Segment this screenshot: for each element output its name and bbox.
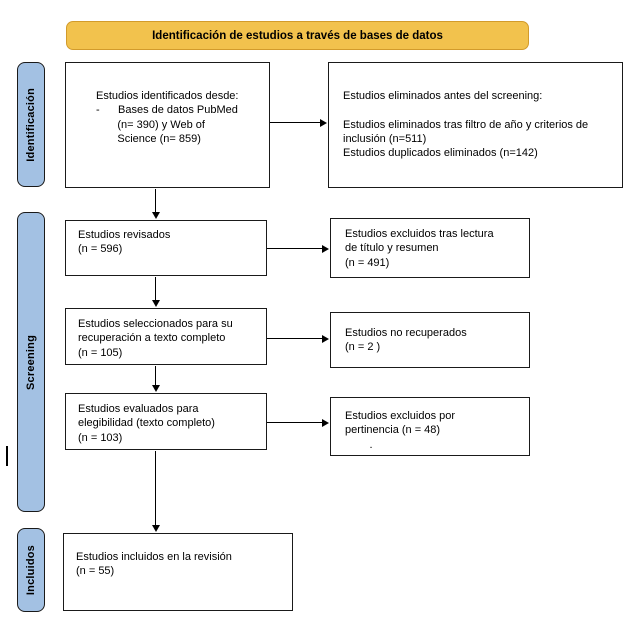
box-studies-identified: Estudios identificados desde: - Bases de… xyxy=(65,62,270,188)
box-excluded-relevance: Estudios excluidos por pertinencia (n = … xyxy=(330,397,530,456)
box-sought-for-retrieval: Estudios seleccionados para su recuperac… xyxy=(65,308,267,365)
diagram-title: Identificación de estudios a través de b… xyxy=(152,29,443,42)
stage-label-incluidos-text: Incluidos xyxy=(25,544,37,596)
stage-label-screening: Screening xyxy=(17,212,45,512)
box-not-retrieved: Estudios no recuperados (n = 2 ) xyxy=(330,312,530,368)
box-excluded-title-abstract: Estudios excluidos tras lectura de títul… xyxy=(330,218,530,278)
arrow-identified-to-screened xyxy=(151,189,160,219)
box-studies-removed-before-screening: Estudios eliminados antes del screening:… xyxy=(328,62,623,188)
arrow-assessed-to-included xyxy=(151,451,160,532)
arrow-sought-to-not-retrieved xyxy=(267,334,329,343)
box-studies-screened: Estudios revisados (n = 596) xyxy=(65,220,267,276)
arrow-screened-to-excluded xyxy=(267,244,329,253)
stage-label-identificacion-text: Identificación xyxy=(25,87,37,162)
arrow-assessed-to-excluded-relevance xyxy=(267,418,329,427)
stage-label-screening-text: Screening xyxy=(25,334,37,390)
stage-label-incluidos: Incluidos xyxy=(17,528,45,612)
box-included-in-review: Estudios incluidos en la revisión (n = 5… xyxy=(63,533,293,611)
arrow-sought-to-assessed xyxy=(151,366,160,392)
stage-label-identificacion: Identificación xyxy=(17,62,45,187)
arrow-identified-to-removed xyxy=(270,118,327,127)
arrow-screened-to-sought xyxy=(151,277,160,307)
stray-mark xyxy=(6,446,8,466)
diagram-title-banner: Identificación de estudios a través de b… xyxy=(66,21,529,50)
box-assessed-eligibility: Estudios evaluados para elegibilidad (te… xyxy=(65,393,267,450)
